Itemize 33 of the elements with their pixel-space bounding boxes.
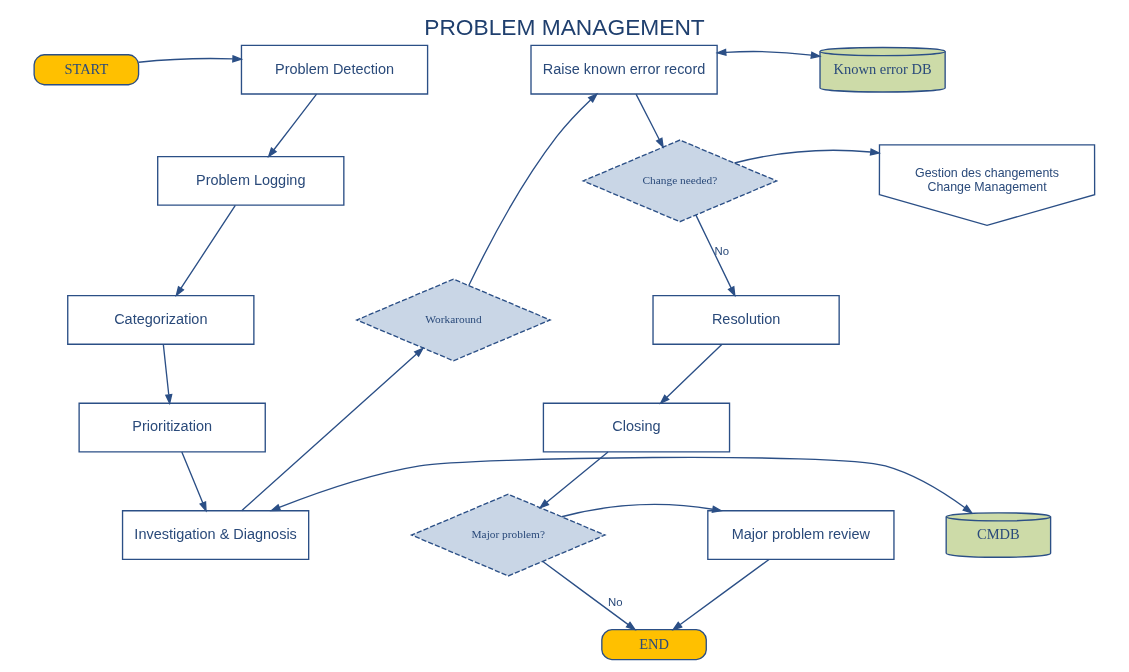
- diagram-title: PROBLEM MANAGEMENT: [424, 13, 705, 40]
- arrow: [695, 214, 736, 298]
- arrow: [733, 148, 881, 164]
- node-box: Closing: [542, 402, 731, 453]
- arrow: [138, 55, 244, 63]
- arrow: [181, 451, 207, 513]
- arrow: [561, 503, 723, 518]
- node-box: Resolution: [652, 295, 840, 345]
- arrow: [715, 48, 822, 59]
- arrow: [635, 93, 664, 149]
- node-box: Prioritization: [78, 402, 266, 453]
- node-box: Investigation & Diagnosis: [121, 510, 310, 561]
- arrow: [175, 204, 236, 297]
- edge-label: No: [714, 245, 730, 258]
- node-box: Major problem review: [707, 510, 895, 561]
- arrow: [241, 347, 425, 512]
- node-box: Problem Detection: [240, 44, 429, 95]
- arrow: [542, 560, 637, 631]
- node-box: Categorization: [67, 295, 255, 345]
- edge-label: No: [608, 595, 623, 608]
- node-box: Raise known error record: [530, 44, 718, 95]
- node-box: START: [33, 54, 140, 86]
- node-diamond: Major problem?: [409, 493, 607, 577]
- arrow: [269, 456, 974, 514]
- node-diamond: Workaround: [355, 278, 552, 362]
- arrow: [468, 92, 599, 287]
- arrow: [671, 558, 770, 631]
- arrow: [162, 343, 173, 406]
- arrow: [267, 93, 318, 159]
- node-box: Problem Logging: [157, 155, 345, 206]
- node-box: END: [601, 629, 707, 661]
- arrow: [659, 343, 723, 405]
- arrow: [538, 451, 609, 509]
